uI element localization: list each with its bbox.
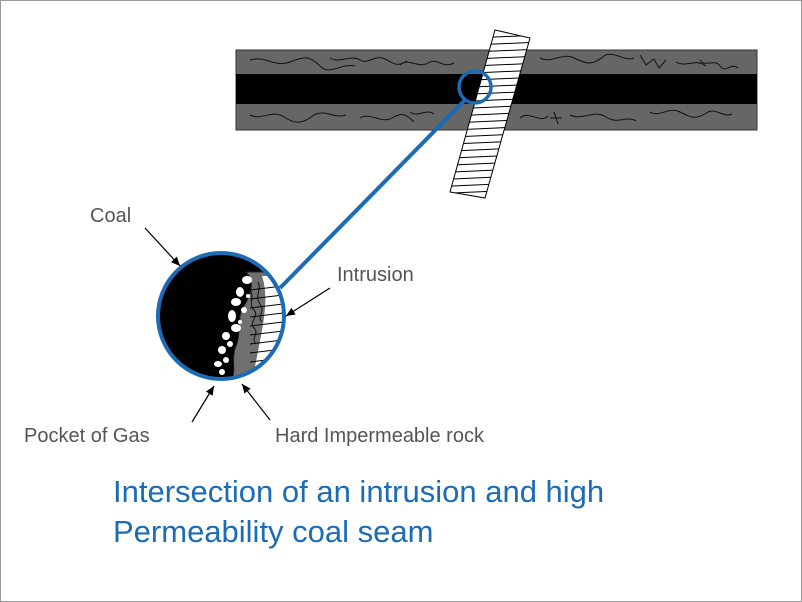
rock-arrow — [241, 383, 271, 421]
coal-arrow — [144, 227, 181, 267]
intrusion-hatch-line — [249, 292, 284, 300]
dyke-hatch-line — [450, 30, 530, 34]
intersection-highlight-circle — [457, 69, 493, 105]
intrusion-hatch-line — [249, 328, 284, 336]
caption-line-2: Permeability coal seam — [113, 514, 434, 549]
label-intrusion: Intrusion — [337, 264, 414, 286]
intrusion-arrow — [285, 287, 331, 317]
caption-line-1: Intersection of an intrusion and high — [113, 474, 605, 509]
label-hard-rock: Hard Impermeable rock — [275, 425, 484, 447]
intrusion-hatch-line — [249, 337, 284, 345]
label-coal: Coal — [90, 205, 132, 227]
gas-pockets — [214, 276, 252, 375]
label-pocket-of-gas: Pocket of Gas — [24, 425, 150, 447]
intrusion-hatch-line — [249, 310, 284, 318]
magnify-connector-line — [278, 98, 467, 290]
intrusion-hatch-line — [249, 301, 284, 309]
intrusion-hatch-line — [249, 319, 284, 327]
magnified-view-border — [156, 251, 286, 381]
intrusion-zone — [254, 276, 284, 372]
pointer-arrows — [144, 227, 331, 423]
magnified-view — [156, 251, 286, 381]
intrusion-hatch-line — [249, 373, 284, 379]
gas-arrow — [191, 385, 215, 423]
rock-texture — [249, 53, 739, 125]
